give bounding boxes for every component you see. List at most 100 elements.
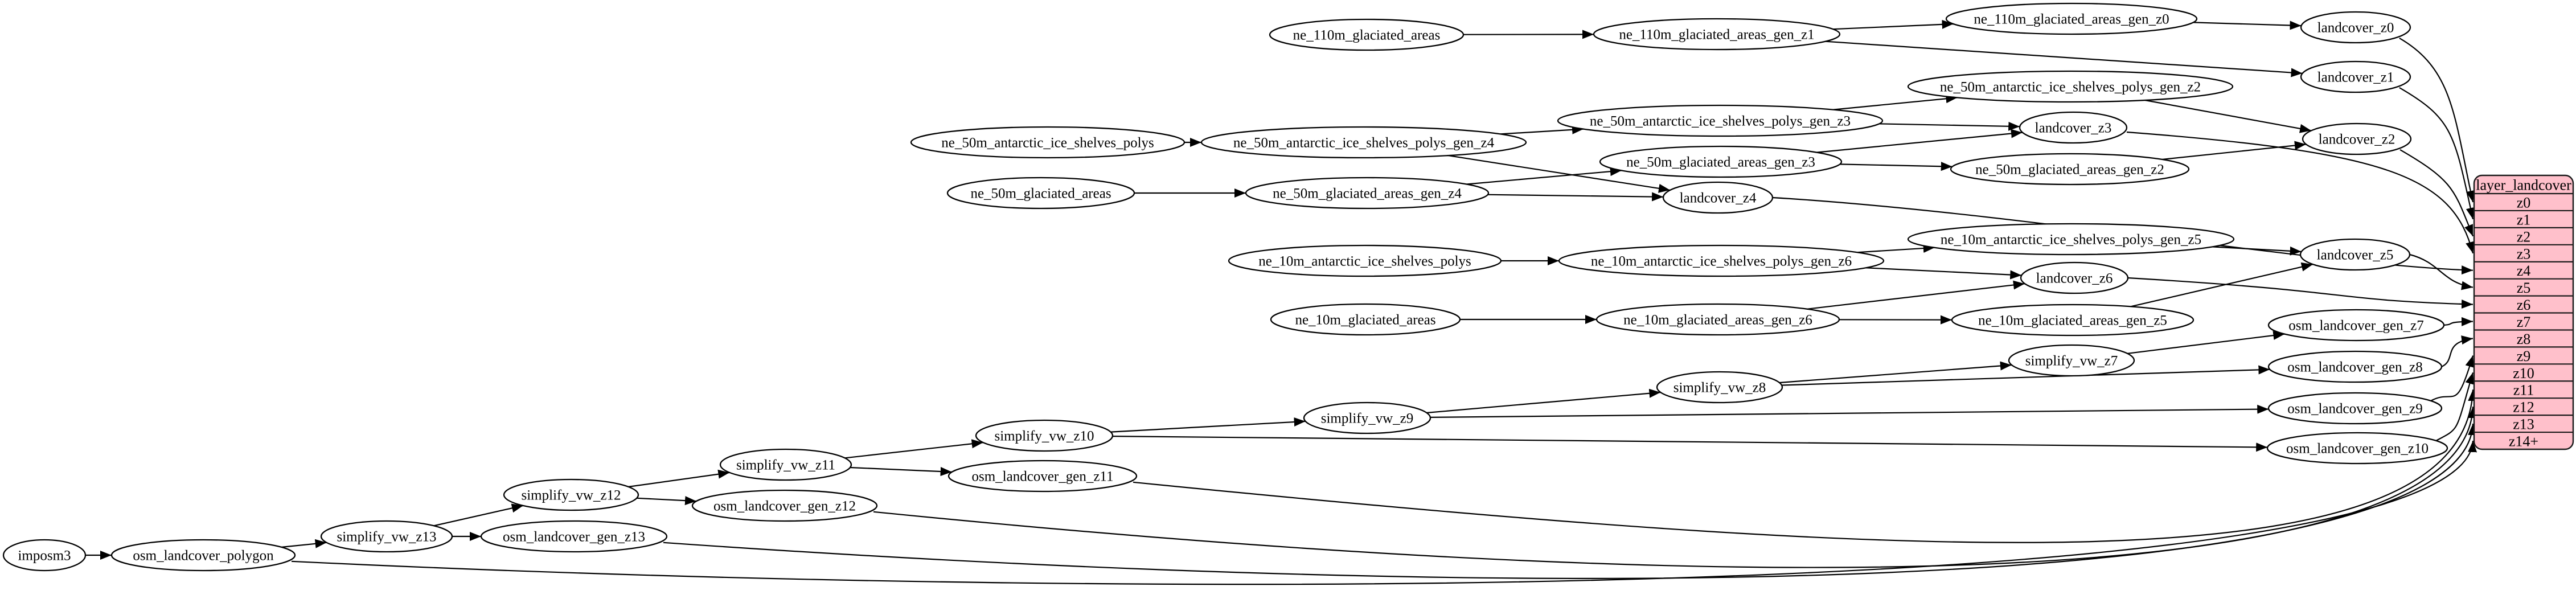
node-label-landcover_z1: landcover_z1 [2317, 70, 2394, 85]
node-label-simplify_vw_z8: simplify_vw_z8 [1673, 380, 1766, 396]
edge-landcover_z5-to-table-z5 [2409, 253, 2474, 290]
edge-simplify_vw_z10-to-osm_landcover_gen_z10 [1112, 436, 2268, 452]
table-row-z11: z11 [2513, 382, 2534, 399]
node-ne_10m_glaciated_areas: ne_10m_glaciated_areas [1270, 303, 1461, 336]
node-label-ne_50m_antarctic_ice_shelves_polys: ne_50m_antarctic_ice_shelves_polys [941, 136, 1154, 151]
edge-landcover_z2-to-table-z2 [2399, 149, 2474, 237]
node-ne_110m_glaciated_areas: ne_110m_glaciated_areas [1269, 18, 1465, 51]
node-label-osm_landcover_gen_z8: osm_landcover_gen_z8 [2287, 360, 2422, 375]
node-label-ne_10m_antarctic_ice_shelves_polys_gen_z5: ne_10m_antarctic_ice_shelves_polys_gen_z… [1941, 232, 2201, 248]
node-label-ne_110m_glaciated_areas: ne_110m_glaciated_areas [1293, 28, 1441, 43]
edge-ne_10m_antarctic_ice_shelves_polys_gen_z5-to-landcover_z5 [2212, 246, 2302, 256]
edge-ne_50m_glaciated_areas_gen_z2-to-landcover_z2 [2161, 141, 2307, 161]
edge-ne_50m_antarctic_ice_shelves_polys_gen_z2-to-landcover_z2 [2144, 99, 2312, 133]
node-label-ne_110m_glaciated_areas_gen_z1: ne_110m_glaciated_areas_gen_z1 [1619, 27, 1814, 43]
node-simplify_vw_z11: simplify_vw_z11 [719, 448, 852, 481]
edge-landcover_z1-to-table-z1 [2399, 87, 2475, 220]
node-label-landcover_z3: landcover_z3 [2035, 121, 2112, 136]
edge-simplify_vw_z9-to-osm_landcover_gen_z9 [1430, 404, 2269, 418]
node-label-ne_10m_glaciated_areas_gen_z6: ne_10m_glaciated_areas_gen_z6 [1623, 313, 1812, 328]
node-osm_landcover_gen_z12: osm_landcover_gen_z12 [691, 489, 878, 522]
node-label-simplify_vw_z10: simplify_vw_z10 [995, 429, 1094, 444]
table-row-z8: z8 [2517, 331, 2531, 347]
edge-ne_10m_antarctic_ice_shelves_polys_gen_z6-to-landcover_z6 [1865, 267, 2022, 280]
edge-ne_50m_glaciated_areas_gen_z3-to-ne_50m_glaciated_areas_gen_z2 [1840, 162, 1952, 171]
edge-osm_landcover_gen_z8-to-table-z8 [2441, 335, 2474, 367]
node-osm_landcover_gen_z10: osm_landcover_gen_z10 [2266, 432, 2448, 465]
edge-ne_110m_glaciated_areas_gen_z1-to-landcover_z1 [1825, 40, 2303, 77]
edge-simplify_vw_z11-to-simplify_vw_z10 [844, 439, 983, 459]
edge-ne_110m_glaciated_areas_gen_z1-to-ne_110m_glaciated_areas_gen_z0 [1833, 19, 1954, 30]
node-simplify_vw_z10: simplify_vw_z10 [975, 419, 1114, 452]
node-label-simplify_vw_z9: simplify_vw_z9 [1321, 411, 1414, 427]
node-label-ne_10m_glaciated_areas_gen_z5: ne_10m_glaciated_areas_gen_z5 [1978, 313, 2167, 329]
node-label-osm_landcover_gen_z11: osm_landcover_gen_z11 [972, 469, 1114, 485]
edge-landcover_z3-to-table-z3 [2126, 131, 2475, 254]
node-simplify_vw_z8: simplify_vw_z8 [1656, 371, 1783, 404]
node-landcover_z1: landcover_z1 [2300, 60, 2411, 93]
edge-ne_10m_glaciated_areas_gen_z5-to-landcover_z5 [2130, 262, 2314, 307]
node-label-ne_110m_glaciated_areas_gen_z0: ne_110m_glaciated_areas_gen_z0 [1974, 12, 2169, 27]
edge-simplify_vw_z9-to-simplify_vw_z8 [1426, 388, 1661, 413]
node-label-landcover_z2: landcover_z2 [2319, 132, 2395, 147]
node-label-osm_landcover_gen_z13: osm_landcover_gen_z13 [503, 530, 645, 545]
node-simplify_vw_z13: simplify_vw_z13 [320, 520, 453, 553]
node-label-ne_50m_glaciated_areas_gen_z2: ne_50m_glaciated_areas_gen_z2 [1975, 162, 2164, 178]
node-osm_landcover_gen_z7: osm_landcover_gen_z7 [2267, 309, 2445, 342]
table-row-z4: z4 [2517, 263, 2531, 279]
table-row-z0: z0 [2517, 194, 2531, 211]
node-ne_50m_glaciated_areas: ne_50m_glaciated_areas [946, 177, 1135, 210]
node-label-ne_50m_antarctic_ice_shelves_polys_gen_z2: ne_50m_antarctic_ice_shelves_polys_gen_z… [1940, 80, 2201, 95]
edge-layer [85, 19, 2477, 585]
node-label-osm_landcover_gen_z7: osm_landcover_gen_z7 [2288, 318, 2423, 334]
node-ne_50m_glaciated_areas_gen_z3: ne_50m_glaciated_areas_gen_z3 [1599, 145, 1843, 178]
node-label-ne_10m_antarctic_ice_shelves_polys_gen_z6: ne_10m_antarctic_ice_shelves_polys_gen_z… [1591, 254, 1852, 269]
node-imposm3: imposm3 [2, 539, 87, 572]
node-label-ne_50m_glaciated_areas_gen_z4: ne_50m_glaciated_areas_gen_z4 [1273, 186, 1462, 202]
table-row-z13: z13 [2513, 416, 2534, 433]
node-ne_10m_antarctic_ice_shelves_polys_gen_z6: ne_10m_antarctic_ice_shelves_polys_gen_z… [1558, 244, 1885, 277]
table-layer-landcover: layer_landcoverz0z1z2z3z4z5z6z7z8z9z10z1… [2473, 174, 2574, 450]
node-label-ne_50m_glaciated_areas_gen_z3: ne_50m_glaciated_areas_gen_z3 [1626, 155, 1815, 170]
node-landcover_z3: landcover_z3 [2019, 111, 2128, 144]
node-ne_10m_glaciated_areas_gen_z6: ne_10m_glaciated_areas_gen_z6 [1595, 303, 1840, 336]
node-label-imposm3: imposm3 [18, 548, 71, 564]
node-label-ne_10m_glaciated_areas: ne_10m_glaciated_areas [1295, 313, 1435, 328]
table-row-z1: z1 [2517, 211, 2531, 228]
table-row-z9: z9 [2517, 348, 2531, 364]
table-row-z2: z2 [2517, 228, 2531, 245]
node-simplify_vw_z7: simplify_vw_z7 [2008, 344, 2135, 377]
node-label-landcover_z4: landcover_z4 [1680, 191, 1757, 206]
node-label-landcover_z0: landcover_z0 [2317, 20, 2394, 36]
edge-ne_50m_glaciated_areas_gen_z4-to-ne_50m_glaciated_areas_gen_z3 [1466, 167, 1622, 185]
edge-osm_landcover_gen_z11-to-table-z11 [1133, 389, 2477, 543]
node-ne_50m_antarctic_ice_shelves_polys_gen_z4: ne_50m_antarctic_ice_shelves_polys_gen_z… [1200, 126, 1527, 159]
edge-osm_landcover_gen_z13-to-table-z13 [663, 424, 2477, 579]
edge-landcover_z6-to-table-z6 [2127, 277, 2474, 309]
node-osm_landcover_gen_z11: osm_landcover_gen_z11 [947, 460, 1138, 493]
node-ne_50m_glaciated_areas_gen_z2: ne_50m_glaciated_areas_gen_z2 [1950, 153, 2190, 186]
node-layer: imposm3 osm_landcover_polygon simplify_vw_… [2, 2, 2448, 572]
edge-ne_50m_glaciated_areas_gen_z4-to-landcover_z4 [1487, 192, 1664, 202]
edge-ne_50m_antarctic_ice_shelves_polys_gen_z3-to-landcover_z3 [1879, 121, 2020, 131]
table-row-z7: z7 [2517, 314, 2531, 330]
node-simplify_vw_z12: simplify_vw_z12 [503, 478, 639, 511]
edge-osm_landcover_gen_z7-to-table-z7 [2443, 317, 2474, 326]
node-label-simplify_vw_z12: simplify_vw_z12 [522, 488, 621, 503]
node-label-ne_50m_glaciated_areas: ne_50m_glaciated_areas [970, 186, 1111, 202]
edge-landcover_z0-to-table-z0 [2399, 37, 2475, 203]
edge-simplify_vw_z11-to-osm_landcover_gen_z11 [850, 466, 952, 477]
node-label-osm_landcover_gen_z10: osm_landcover_gen_z10 [2286, 441, 2429, 457]
node-label-osm_landcover_gen_z12: osm_landcover_gen_z12 [713, 499, 856, 514]
node-label-landcover_z5: landcover_z5 [2317, 248, 2394, 263]
node-label-ne_50m_antarctic_ice_shelves_polys_gen_z4: ne_50m_antarctic_ice_shelves_polys_gen_z… [1233, 136, 1495, 151]
node-ne_50m_antarctic_ice_shelves_polys_gen_z3: ne_50m_antarctic_ice_shelves_polys_gen_z… [1557, 104, 1884, 137]
node-label-osm_landcover_polygon: osm_landcover_polygon [133, 548, 274, 564]
edge-osm_landcover_polygon-to-table-z14+ [291, 440, 2477, 585]
node-osm_landcover_gen_z9: osm_landcover_gen_z9 [2267, 392, 2443, 425]
edge-simplify_vw_z13-to-simplify_vw_z12 [433, 503, 524, 527]
edge-ne_110m_glaciated_areas_gen_z0-to-landcover_z0 [2193, 20, 2302, 30]
node-ne_10m_antarctic_ice_shelves_polys_gen_z5: ne_10m_antarctic_ice_shelves_polys_gen_z… [1907, 223, 2235, 256]
